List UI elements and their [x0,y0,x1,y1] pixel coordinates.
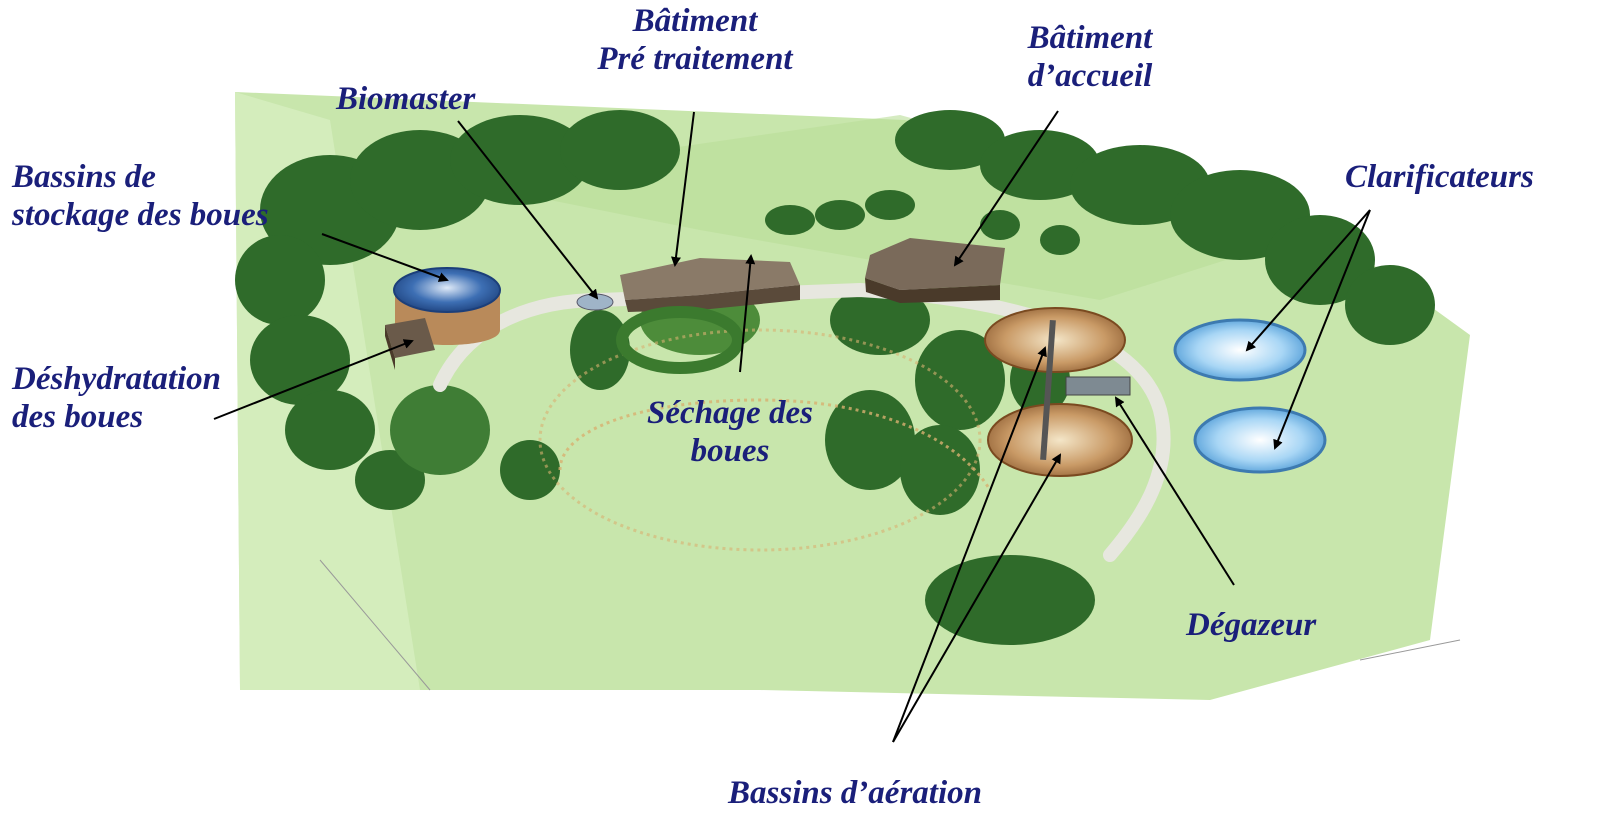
clarifiers [1173,318,1327,474]
dewatering-building [385,318,435,370]
arrow-biomaster [457,120,599,300]
label-deshydratation: Déshydratation des boues [12,360,221,436]
arrow-aeration-2 [892,453,1062,743]
label-degazeur-text: Dégazeur [1186,607,1317,643]
arrow-aeration-1 [892,346,1047,743]
label-bassins-stockage-line1: Bassins de [12,159,156,195]
sludge-drying-area [616,306,744,374]
label-batiment-accueil-line1: Bâtiment [1027,20,1153,56]
label-bassins-stockage-line2: stockage des boues [12,197,269,233]
tree-belt [235,110,1435,645]
label-biomaster-text: Biomaster [336,81,476,117]
label-batiment-pretraitement-line1: Bâtiment [632,3,758,39]
label-batiment-accueil-line2: d’accueil [1027,58,1153,94]
label-deshydratation-line2: des boues [12,399,144,435]
label-bassins-stockage: Bassins de stockage des boues [12,158,269,234]
label-degazeur: Dégazeur [1186,606,1316,644]
degasser-unit [1065,376,1131,396]
label-deshydratation-line1: Déshydratation [12,361,222,397]
aeration-basins [984,307,1133,477]
label-bassins-aeration-text: Bassins d’aération [728,775,982,811]
label-batiment-pretraitement-line2: Pré traitement [597,41,793,77]
leader-arrows [213,110,1371,743]
label-sechage-line2: boues [690,433,770,469]
arrow-accueil [953,110,1059,267]
arrow-deshydratation [213,339,414,420]
arrow-clarificateurs-2 [1273,209,1371,450]
arrow-degazeur [1114,396,1235,586]
label-biomaster: Biomaster [336,80,475,118]
label-sechage: Séchage des boues [620,394,840,470]
arrow-pretraitement [671,111,695,267]
label-bassins-aeration: Bassins d’aération [728,774,982,812]
arrow-stockage [321,233,449,282]
reception-building [865,238,1005,303]
label-batiment-pretraitement: Bâtiment Pré traitement [565,2,825,78]
label-clarificateurs: Clarificateurs [1345,158,1534,196]
pretreatment-building [620,258,800,312]
arrow-clarificateurs-1 [1245,209,1371,352]
label-sechage-line1: Séchage des [647,395,813,431]
label-batiment-accueil: Bâtiment d’accueil [990,19,1190,95]
arrow-sechage [739,254,756,373]
label-clarificateurs-text: Clarificateurs [1345,159,1534,195]
